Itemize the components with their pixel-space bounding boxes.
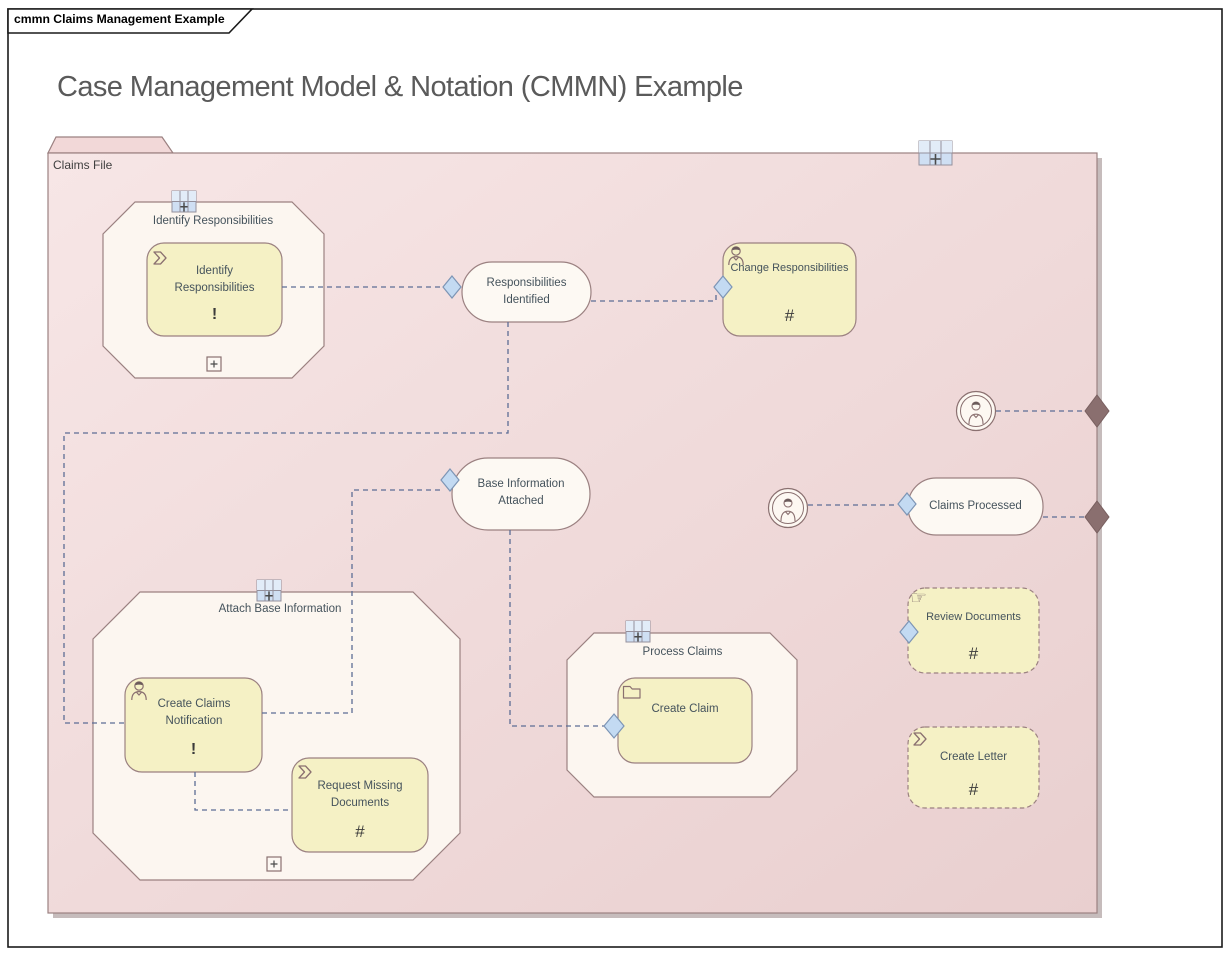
expand-plus-icon[interactable] bbox=[206, 356, 222, 372]
planning-table-icon[interactable] bbox=[625, 620, 651, 643]
person-icon bbox=[968, 401, 984, 425]
milestone-claims-processed[interactable] bbox=[907, 477, 1044, 536]
planning-table-icon[interactable] bbox=[171, 190, 197, 213]
connector-milestone-to-create-claims-notification[interactable] bbox=[63, 322, 509, 724]
human-task-icon bbox=[131, 681, 147, 701]
entry-sentry-responsibilities-identified[interactable] bbox=[442, 275, 462, 299]
exit-sentry-bottom[interactable] bbox=[1084, 500, 1110, 534]
entry-sentry-base-information-attached[interactable] bbox=[440, 468, 460, 492]
task-change-responsibilities[interactable] bbox=[722, 242, 857, 337]
event-listener-top[interactable] bbox=[955, 390, 997, 432]
planning-table-icon[interactable] bbox=[256, 579, 282, 602]
entry-sentry-create-claim[interactable] bbox=[603, 713, 625, 739]
diagram-title: Case Management Model & Notation (CMMN) … bbox=[57, 71, 743, 103]
connector-notification-to-request-missing-documents[interactable] bbox=[194, 772, 291, 811]
entry-sentry-claims-processed[interactable] bbox=[897, 492, 917, 516]
person-icon bbox=[780, 498, 796, 522]
manual-task-icon: ☞ bbox=[910, 588, 928, 609]
claims-file-folder-tab[interactable] bbox=[47, 136, 175, 154]
milestone-base-information-attached[interactable] bbox=[451, 457, 591, 531]
exit-sentry-top[interactable] bbox=[1084, 394, 1110, 428]
diagram-tab-label: cmmn Claims Management Example bbox=[14, 12, 225, 26]
expand-plus-icon[interactable] bbox=[266, 856, 282, 872]
case-task-icon bbox=[622, 685, 641, 699]
process-task-icon bbox=[913, 732, 927, 746]
process-task-icon bbox=[298, 765, 312, 779]
connector-base-information-to-create-claim[interactable] bbox=[509, 530, 604, 727]
diagram-frame-tab bbox=[7, 8, 254, 34]
human-task-icon bbox=[728, 246, 744, 266]
entry-sentry-change-responsibilities[interactable] bbox=[713, 275, 733, 299]
entry-sentry-review-documents[interactable] bbox=[899, 620, 919, 644]
milestone-responsibilities-identified[interactable] bbox=[461, 261, 592, 323]
task-create-letter-discretionary[interactable] bbox=[907, 726, 1040, 809]
process-task-icon bbox=[153, 251, 167, 265]
task-create-claims-notification[interactable] bbox=[124, 677, 263, 773]
task-review-documents-discretionary[interactable] bbox=[907, 587, 1040, 674]
task-create-claim[interactable] bbox=[617, 677, 753, 764]
connector-milestone-to-change-responsibilities[interactable] bbox=[591, 295, 717, 302]
event-listener-bottom[interactable] bbox=[767, 487, 809, 529]
claims-file-label: Claims File bbox=[53, 158, 113, 172]
planning-table-icon[interactable] bbox=[918, 140, 953, 166]
connector-notification-to-base-information-milestone[interactable] bbox=[262, 489, 441, 714]
task-identify-responsibilities[interactable] bbox=[146, 242, 283, 337]
task-request-missing-documents[interactable] bbox=[291, 757, 429, 853]
